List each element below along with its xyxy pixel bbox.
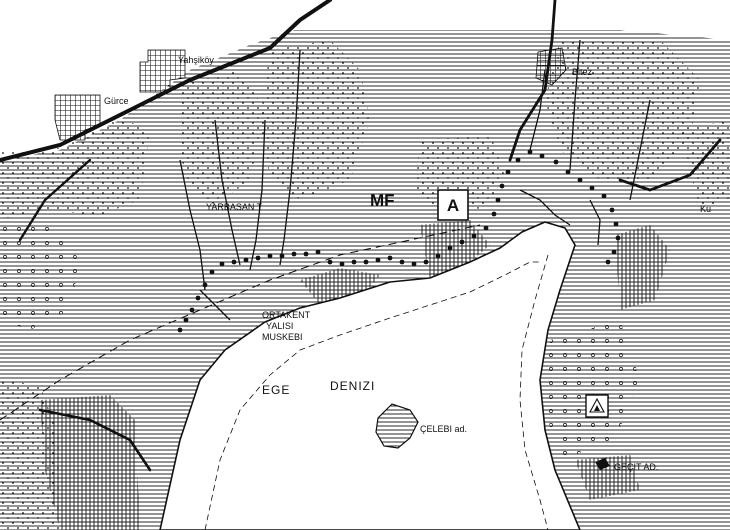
top-plain-area <box>0 0 730 160</box>
circle-zones <box>0 215 640 460</box>
sea-dashed-boundary <box>204 261 540 530</box>
label-celebi: ÇELEBI ad. <box>420 424 467 434</box>
label-gurce: Gürce <box>104 96 129 106</box>
ege-denizi-sea <box>159 221 581 530</box>
vertical-hatch-zones <box>40 220 670 530</box>
celebi-island <box>375 403 419 449</box>
label-yahsikoy: Yahşiköy <box>178 55 214 65</box>
label-ortakent-2: YALISI <box>266 321 293 331</box>
main-roads <box>0 0 722 472</box>
settlements <box>54 47 567 141</box>
label-yarbasan: YARBASAN T <box>206 202 263 212</box>
camp-box-icon <box>585 394 609 418</box>
label-denizi: DENIZI <box>330 379 375 393</box>
label-gecit: GEÇIT AD. <box>614 462 658 472</box>
label-ege: EGE <box>262 383 290 397</box>
gecit-islet <box>595 458 610 470</box>
label-ku: Kü <box>700 204 711 214</box>
label-ortakent-1: ORTAKENT <box>262 310 311 320</box>
label-bitez: Bitez <box>572 67 593 77</box>
district-boundary <box>0 224 481 421</box>
a-box-label: A <box>447 196 459 215</box>
place-labels: Yahşiköy Gürce Bitez YARBASAN T MF Kü OR… <box>104 55 711 472</box>
label-mf: MF <box>370 191 395 210</box>
coastal-dots <box>177 149 621 333</box>
label-ortakent-3: MUSKEBI <box>262 332 303 342</box>
a-box-icon: A <box>437 189 469 221</box>
